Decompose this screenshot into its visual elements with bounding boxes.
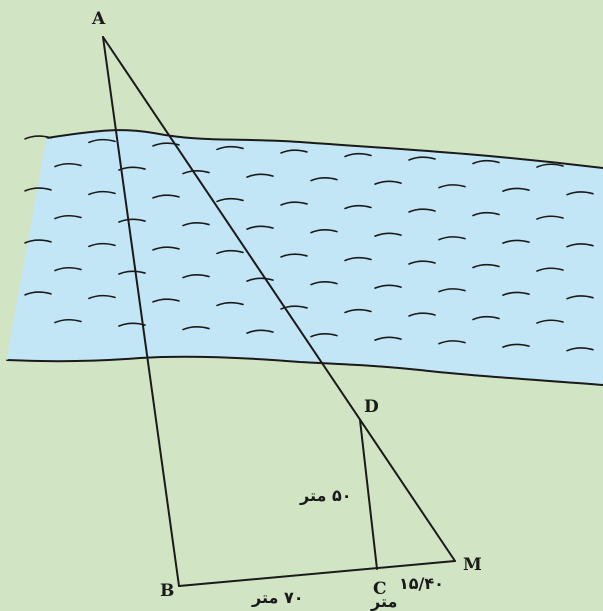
ripple-dash	[152, 298, 180, 303]
segment-AB	[102, 36, 180, 587]
ripple-dash	[566, 347, 594, 352]
ripple-dash	[246, 225, 274, 230]
ripple-dash	[24, 187, 52, 192]
ripple-dash	[502, 291, 530, 296]
ripple-dash	[344, 204, 372, 210]
river-top-bank	[46, 129, 603, 169]
ripple-dash	[566, 243, 594, 248]
ripple-dash	[408, 312, 436, 317]
ripple-dash	[182, 170, 210, 175]
ripple-dash	[536, 267, 564, 272]
ripple-dash	[88, 138, 116, 144]
ripple-dash	[24, 291, 52, 296]
ripple-dash	[472, 211, 500, 217]
ripple-dash	[88, 294, 116, 300]
ripple-dash	[182, 222, 210, 227]
ripple-dash	[246, 329, 274, 334]
ripple-dash	[246, 173, 274, 178]
ripple-dash	[344, 256, 372, 262]
ripple-dash	[566, 295, 594, 300]
ripple-dash	[152, 194, 180, 199]
ripple-dash	[438, 236, 466, 241]
ripple-dash	[310, 333, 338, 338]
ripple-dash	[344, 152, 372, 158]
ripple-dash	[182, 274, 210, 279]
ripple-dash	[536, 163, 564, 168]
ripple-dash	[310, 281, 338, 286]
ripple-dash	[472, 159, 500, 165]
ripple-dash	[408, 208, 436, 213]
length-label-CM-unit: متر	[370, 592, 397, 611]
ripple-dash	[88, 190, 116, 196]
ripple-dash	[216, 145, 244, 151]
river-left-bank	[6, 137, 48, 361]
ripple-dash	[438, 340, 466, 345]
ripple-dash	[374, 336, 402, 341]
ripple-dash	[536, 319, 564, 324]
ripple-dash	[408, 156, 436, 161]
ripple-dash	[54, 214, 82, 220]
point-label-A: A	[91, 9, 106, 29]
ripple-dash	[472, 263, 500, 269]
ripple-dash	[502, 187, 530, 192]
ripple-dash	[438, 184, 466, 189]
ripple-dash	[374, 284, 402, 289]
ripple-dash	[280, 201, 308, 206]
ripple-dash	[374, 180, 402, 185]
ripple-dash	[408, 260, 436, 265]
length-label-BC: ۷۰ متر	[251, 588, 304, 607]
ripple-dash	[536, 215, 564, 220]
ripple-dash	[54, 318, 82, 324]
point-label-D: D	[364, 397, 379, 417]
ripple-dash	[182, 326, 210, 331]
river-bottom-bank	[6, 355, 603, 386]
point-label-M: M	[463, 555, 482, 575]
ripple-dash	[246, 277, 274, 282]
ripple-dash	[502, 239, 530, 244]
ripple-dash	[502, 343, 530, 348]
ripple-dash	[280, 305, 308, 310]
ripple-dash	[310, 177, 338, 182]
segment-AM	[102, 36, 456, 562]
ripple-dash	[152, 246, 180, 251]
length-label-CM-value: ۱۵/۴۰	[399, 574, 444, 593]
ripple-dash	[118, 218, 146, 223]
length-label-DC: ۵۰ متر	[299, 486, 352, 505]
ripple-dash	[280, 149, 308, 154]
ripple-dash	[54, 266, 82, 272]
ripple-dash	[344, 308, 372, 314]
ripple-dash	[310, 229, 338, 234]
ripple-dash	[438, 288, 466, 293]
ripple-dash	[374, 232, 402, 237]
river-region	[7, 130, 603, 385]
point-label-C: C	[373, 579, 387, 599]
segment-BM	[178, 560, 456, 587]
ripple-dash	[118, 270, 146, 275]
point-label-B: B	[160, 581, 174, 601]
ripple-dash	[472, 315, 500, 321]
segment-DC	[359, 419, 378, 570]
ripple-dash	[88, 242, 116, 248]
ripple-dash	[24, 239, 52, 244]
ripple-dash	[216, 197, 244, 203]
water-ripples	[24, 135, 594, 352]
ripple-dash	[152, 142, 180, 147]
ripple-dash	[280, 253, 308, 258]
ripple-dash	[54, 162, 82, 168]
ripple-dash	[24, 135, 52, 140]
ripple-dash	[216, 249, 244, 255]
ripple-dash	[566, 191, 594, 196]
ripple-dash	[216, 301, 244, 307]
